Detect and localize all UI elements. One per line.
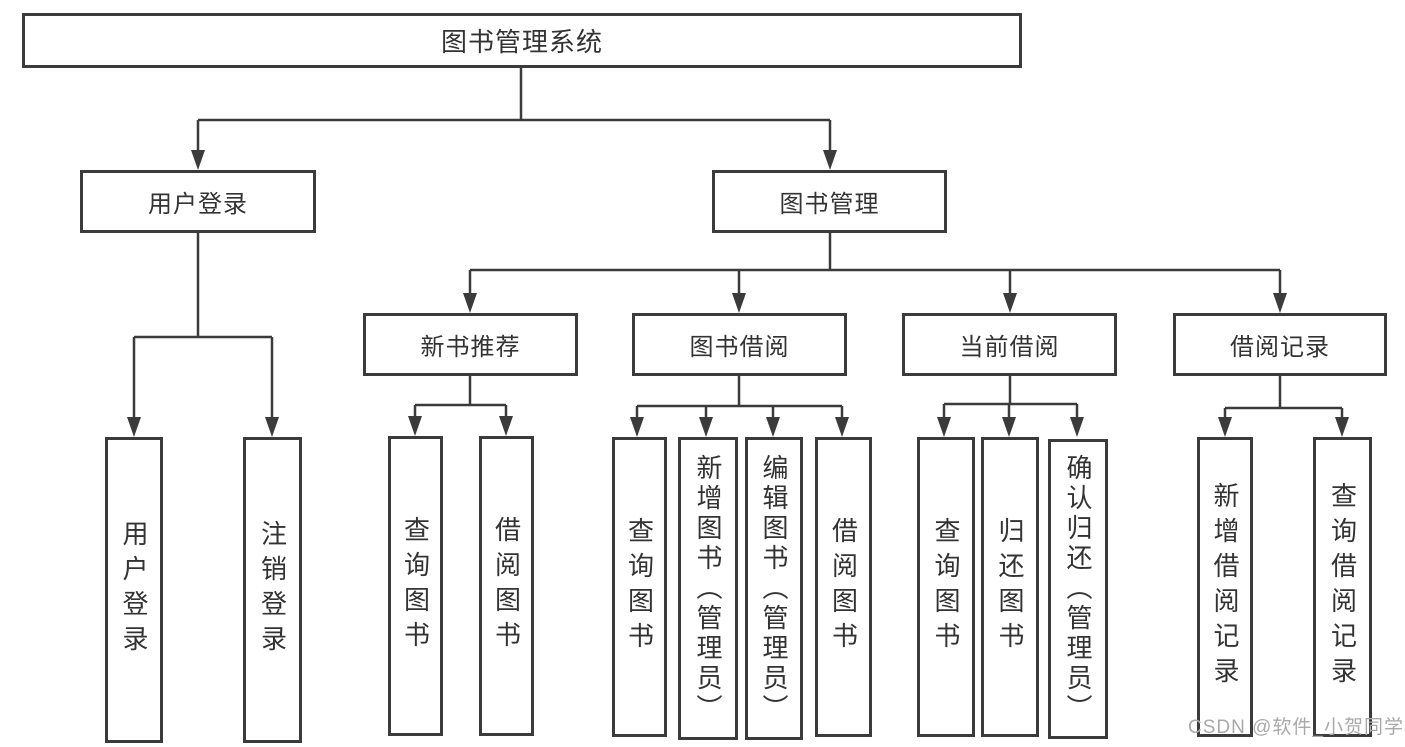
csdn-watermark: CSDN @软件_小贺同学 [1188,717,1404,738]
node-library-system: 图书管理系统 [22,13,1022,68]
node-current-borrow: 当前借阅 [902,313,1117,376]
node-user-login: 用户登录 [80,170,316,233]
node-current-query-books: 查询图书 [917,437,975,737]
node-edit-book-admin: 编辑图书（管理员） [745,437,803,740]
node-book-management: 图书管理 [712,170,947,233]
node-confirm-return-admin: 确认归还（管理员） [1048,439,1108,739]
node-borrow-books-leaf: 借阅图书 [815,437,872,737]
node-recommend-query-books: 查询图书 [388,436,443,736]
node-book-borrow: 图书借阅 [632,313,847,376]
node-new-book-recommend: 新书推荐 [363,313,578,376]
node-logout-leaf: 注销登录 [243,437,302,743]
node-recommend-borrow-books: 借阅图书 [479,436,534,736]
node-add-borrow-record: 新增借阅记录 [1197,437,1253,737]
node-query-borrow-record: 查询借阅记录 [1313,437,1372,737]
node-return-book: 归还图书 [981,437,1039,737]
node-borrow-records: 借阅记录 [1173,313,1387,376]
node-add-book-admin: 新增图书（管理员） [678,437,738,740]
node-borrow-query-books: 查询图书 [612,437,667,737]
node-user-login-leaf: 用户登录 [105,437,163,743]
